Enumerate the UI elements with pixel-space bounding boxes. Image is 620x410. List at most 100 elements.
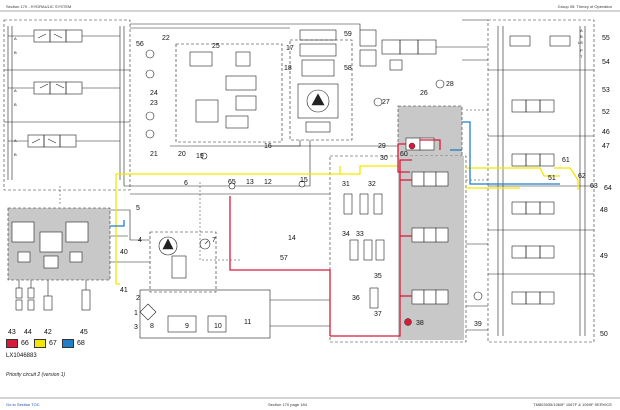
callout-57: 57 bbox=[280, 255, 288, 262]
callout-51: 51 bbox=[548, 175, 556, 182]
port-t: T bbox=[580, 54, 583, 59]
yellow-lines bbox=[115, 165, 579, 285]
port-p: P bbox=[580, 48, 583, 53]
figure-caption: Priority circuit 2 (version 1) bbox=[6, 372, 66, 378]
callout-20: 20 bbox=[178, 151, 186, 158]
callout-24: 24 bbox=[150, 90, 158, 97]
callout-14: 14 bbox=[288, 235, 296, 242]
callout-58: 58 bbox=[344, 65, 352, 72]
callout-5: 5 bbox=[136, 205, 140, 212]
blue-lines bbox=[110, 121, 560, 227]
right-valve-frame bbox=[487, 19, 595, 343]
left-valve-sections bbox=[4, 26, 130, 186]
callouts: 1 2 3 4 5 6 7 8 9 10 11 12 13 14 15 16 1… bbox=[8, 31, 612, 338]
callout-23: 23 bbox=[150, 100, 158, 107]
callout-48: 48 bbox=[600, 207, 608, 214]
svg-text:A: A bbox=[14, 88, 17, 93]
svg-text:A: A bbox=[14, 36, 17, 41]
figure-id: LX1046883 bbox=[6, 353, 37, 359]
red-marker-38 bbox=[404, 318, 412, 326]
gray-block-26 bbox=[397, 105, 463, 161]
red-marker-60 bbox=[408, 142, 416, 150]
valve-frame-20 bbox=[175, 43, 283, 143]
callout-30: 30 bbox=[380, 155, 388, 162]
callout-61: 61 bbox=[562, 157, 570, 164]
legend-num-68: 68 bbox=[77, 340, 85, 347]
callout-31: 31 bbox=[342, 181, 350, 188]
callout-27: 27 bbox=[382, 99, 390, 106]
cylinders bbox=[343, 193, 385, 309]
callout-50: 50 bbox=[600, 331, 608, 338]
port-ls: LS bbox=[578, 40, 583, 45]
callout-35: 35 bbox=[374, 273, 382, 280]
callout-62: 62 bbox=[578, 173, 586, 180]
callout-40: 40 bbox=[120, 249, 128, 256]
callout-39: 39 bbox=[474, 321, 482, 328]
footer-page: Section 170 page 184 bbox=[268, 402, 307, 407]
callout-19: 19 bbox=[196, 153, 204, 160]
svg-text:A: A bbox=[14, 138, 17, 143]
callout-42: 42 bbox=[44, 329, 52, 336]
callout-38: 38 bbox=[416, 320, 424, 327]
callout-2: 2 bbox=[136, 295, 140, 302]
callout-7: 7 bbox=[212, 237, 216, 244]
callout-12: 12 bbox=[264, 179, 272, 186]
callout-33: 33 bbox=[356, 231, 364, 238]
port-b: B bbox=[580, 34, 583, 39]
legend-num-66: 66 bbox=[21, 340, 29, 347]
callout-32: 32 bbox=[368, 181, 376, 188]
valve-58 bbox=[359, 29, 437, 71]
port-a: A bbox=[580, 28, 583, 33]
callout-63: 63 bbox=[590, 183, 598, 190]
callout-41: 41 bbox=[120, 287, 128, 294]
callout-37: 37 bbox=[374, 311, 382, 318]
callout-45: 45 bbox=[80, 329, 88, 336]
callout-18: 18 bbox=[284, 65, 292, 72]
callout-13: 13 bbox=[246, 179, 254, 186]
callout-56: 56 bbox=[136, 41, 144, 48]
callout-17: 17 bbox=[286, 45, 294, 52]
header-left: Section 170 - HYDRAULIC SYSTEM bbox=[6, 4, 72, 9]
callout-10: 10 bbox=[214, 323, 222, 330]
legend-item-68: 68 bbox=[62, 339, 85, 348]
legend-item-66: 66 bbox=[6, 339, 29, 348]
callout-34: 34 bbox=[342, 231, 350, 238]
svg-text:B: B bbox=[14, 152, 17, 157]
callout-4: 4 bbox=[138, 237, 142, 244]
footer-toc-link[interactable]: Go to Section TOC bbox=[6, 402, 40, 407]
callout-6: 6 bbox=[184, 180, 188, 187]
legend-swatch-68 bbox=[62, 339, 74, 348]
callout-65: 65 bbox=[228, 179, 236, 186]
callout-52: 52 bbox=[602, 109, 610, 116]
callout-49: 49 bbox=[600, 253, 608, 260]
callout-54: 54 bbox=[602, 59, 610, 66]
callout-53: 53 bbox=[602, 87, 610, 94]
callout-43: 43 bbox=[8, 329, 16, 336]
callout-46: 46 bbox=[602, 129, 610, 136]
callout-22: 22 bbox=[162, 35, 170, 42]
callout-1: 1 bbox=[134, 310, 138, 317]
callout-16: 16 bbox=[264, 143, 272, 150]
callout-26: 26 bbox=[420, 90, 428, 97]
callout-64: 64 bbox=[604, 185, 612, 192]
callout-8: 8 bbox=[150, 323, 154, 330]
callout-60: 60 bbox=[400, 151, 408, 158]
callout-36: 36 bbox=[352, 295, 360, 302]
svg-text:B: B bbox=[14, 50, 17, 55]
callout-11: 11 bbox=[244, 319, 251, 326]
svg-text:B: B bbox=[14, 102, 17, 107]
callout-15: 15 bbox=[300, 177, 308, 184]
callout-29: 29 bbox=[378, 143, 386, 150]
callout-9: 9 bbox=[185, 323, 189, 330]
callout-28: 28 bbox=[446, 81, 454, 88]
legend-num-67: 67 bbox=[49, 340, 57, 347]
pump-frame-17 bbox=[289, 39, 353, 141]
tank-frame bbox=[139, 289, 271, 339]
callout-59: 59 bbox=[344, 31, 352, 38]
callout-21: 21 bbox=[150, 151, 158, 158]
callout-3: 3 bbox=[134, 324, 138, 331]
footer-manual: TM803935/1060F 1067F & 1069F SERVICE bbox=[533, 402, 612, 407]
header-right: Group 05: Theory of Operation bbox=[557, 4, 612, 9]
red-lines bbox=[229, 139, 441, 337]
